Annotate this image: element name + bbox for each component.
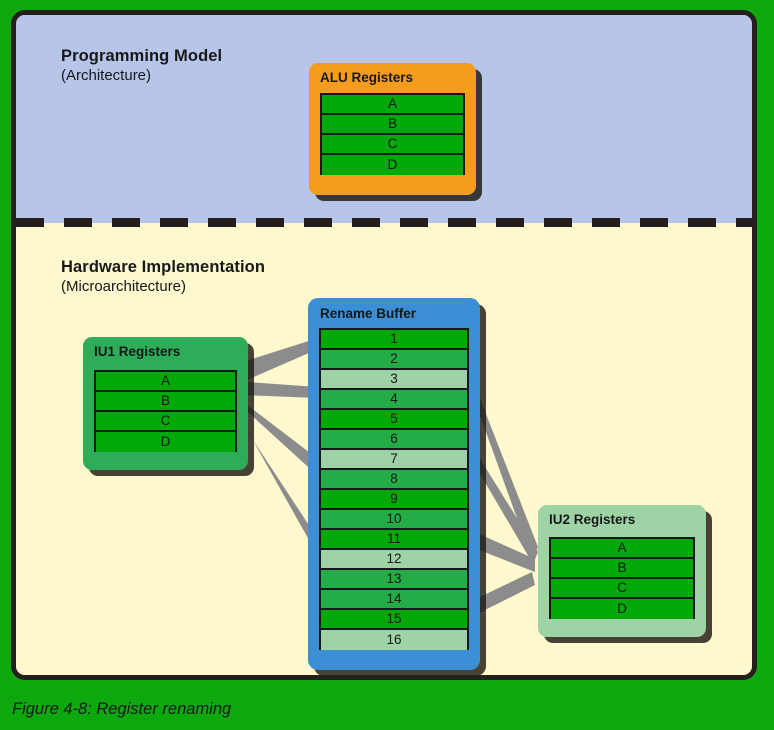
iu1-register-row: D (96, 432, 235, 452)
microarchitecture-zone-label: Hardware Implementation (Microarchitectu… (61, 258, 265, 296)
architecture-zone-label: Programming Model (Architecture) (61, 47, 222, 85)
iu2-register-row: D (551, 599, 693, 619)
microarchitecture-subtitle: (Microarchitecture) (61, 278, 187, 295)
rename-buffer-row: 7 (321, 450, 467, 470)
rename-buffer-row: 12 (321, 550, 467, 570)
alu-register-row: D (322, 155, 463, 175)
rename-buffer-row: 2 (321, 350, 467, 370)
rename-buffer-row: 6 (321, 430, 467, 450)
iu1-register-row: B (96, 392, 235, 412)
zone-divider-dashed (16, 218, 752, 227)
iu2-register-row: B (551, 559, 693, 579)
alu-register-row: C (322, 135, 463, 155)
alu-registers-title: ALU Registers (320, 70, 414, 85)
iu2-registers-title: IU2 Registers (549, 512, 636, 527)
rename-buffer-title: Rename Buffer (320, 306, 417, 321)
architecture-subtitle: (Architecture) (61, 67, 152, 84)
diagram-panel: Programming Model (Architecture) Hardwar… (11, 10, 757, 680)
rename-buffer-row: 1 (321, 330, 467, 350)
connector-iu1-to-row9 (229, 391, 318, 476)
rename-buffer-row: 15 (321, 610, 467, 630)
rename-buffer-row: 11 (321, 530, 467, 550)
figure-caption: Figure 4-8: Register renaming (12, 700, 232, 718)
rename-buffer-row: 9 (321, 490, 467, 510)
iu1-registers-title: IU1 Registers (94, 344, 181, 359)
alu-register-row: B (322, 115, 463, 135)
iu1-register-row: A (96, 372, 235, 392)
rename-buffer-row: 13 (321, 570, 467, 590)
iu1-register-row: C (96, 412, 235, 432)
rename-buffer-row: 14 (321, 590, 467, 610)
microarchitecture-title: Hardware Implementation (61, 258, 266, 276)
rename-buffer-row: 8 (321, 470, 467, 490)
iu2-register-row: C (551, 579, 693, 599)
rename-buffer-row: 5 (321, 410, 467, 430)
rename-buffer-row: 3 (321, 370, 467, 390)
connector-iu1-to-row2 (233, 338, 318, 383)
rename-buffer-row: 4 (321, 390, 467, 410)
alu-register-row: A (322, 95, 463, 115)
iu2-register-row: A (551, 539, 693, 559)
architecture-title: Programming Model (61, 47, 223, 65)
rename-buffer-row: 16 (321, 630, 467, 650)
rename-buffer-row: 10 (321, 510, 467, 530)
connector-iu1-to-row5 (233, 381, 318, 398)
